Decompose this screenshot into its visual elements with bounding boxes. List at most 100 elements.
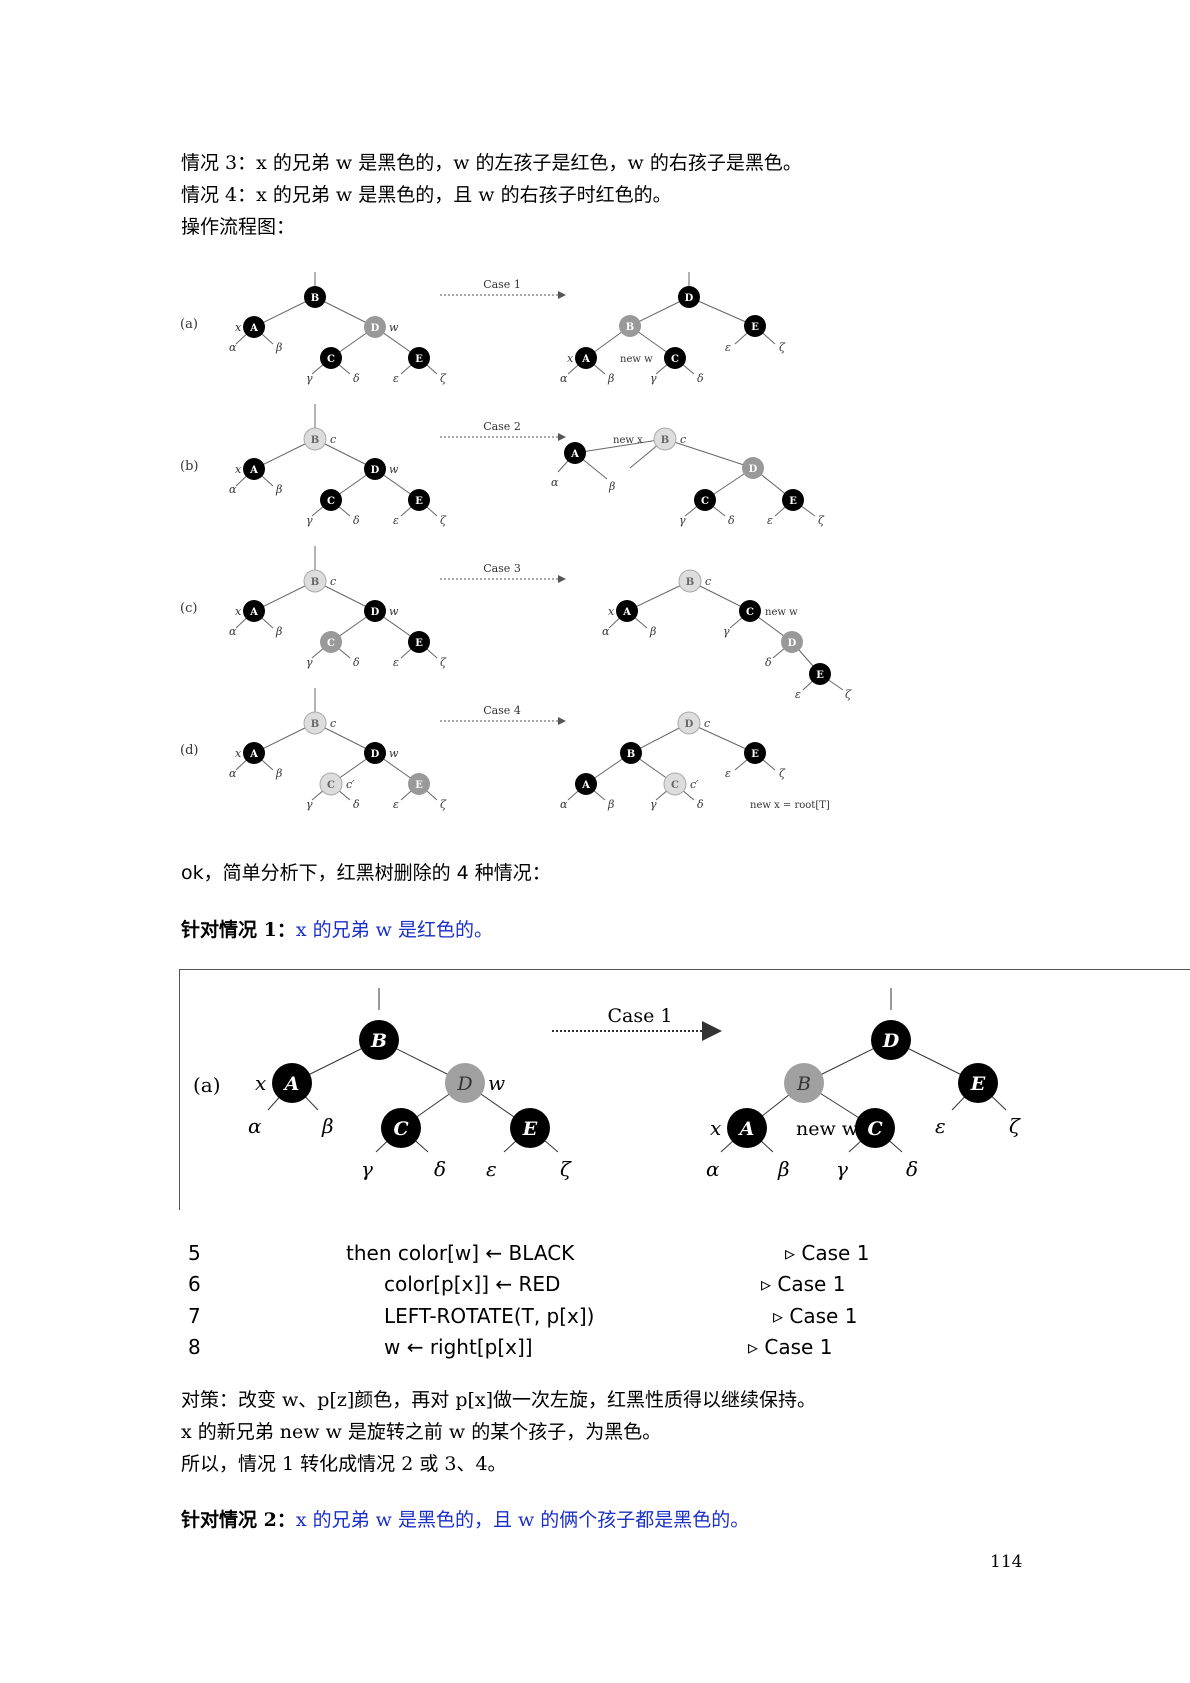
svg-text:C: C (746, 607, 754, 618)
svg-text:ε: ε (393, 798, 399, 811)
row-label-a: (a) (180, 317, 198, 332)
row-b: (b) B A D C E c x w α β γ δ ε ζ Case 2 (180, 404, 825, 527)
svg-text:(d): (d) (180, 743, 198, 758)
svg-text:α: α (560, 372, 568, 385)
svg-text:w: w (488, 1071, 505, 1095)
svg-text:B: B (627, 749, 635, 760)
svg-text:E: E (970, 1073, 986, 1095)
svg-text:δ: δ (906, 1157, 918, 1181)
code-line-5: 5 then color[w] ← BLACK ▹ Case 1 (188, 1241, 870, 1265)
svg-text:ε: ε (725, 767, 731, 780)
row-d: (d) B A D C E c c′ x w α β γ δ ε ζ Case … (180, 688, 830, 811)
svg-text:δ: δ (765, 656, 772, 669)
svg-text:D: D (456, 1073, 472, 1095)
svg-text:x: x (235, 605, 242, 618)
svg-text:x: x (235, 321, 242, 334)
svg-text:w: w (389, 321, 399, 334)
svg-text:A: A (249, 323, 258, 334)
case1-heading: 针对情况 1：x 的兄弟 w 是红色的。 (181, 915, 493, 942)
case1-heading-label: 针对情况 1： (181, 919, 296, 941)
svg-text:γ: γ (306, 798, 313, 811)
row-a: (a) B A D C E x w α β γ δ ε ζ Case 1 (180, 272, 786, 385)
svg-text:new w: new w (620, 354, 653, 365)
svg-text:δ: δ (434, 1157, 446, 1181)
svg-text:D: D (371, 465, 380, 476)
svg-text:c′: c′ (690, 778, 699, 791)
svg-text:B: B (686, 577, 694, 588)
svg-text:γ: γ (306, 656, 313, 669)
case1-strategy: 对策：改变 w、p[z]颜色，再对 p[x]做一次左旋，红黑性质得以继续保持。 (181, 1389, 817, 1411)
svg-text:β: β (321, 1114, 334, 1138)
svg-text:α: α (560, 798, 568, 811)
svg-text:E: E (522, 1118, 538, 1140)
svg-text:α: α (229, 767, 237, 780)
case1-conclusion: 所以，情况 1 转化成情况 2 或 3、4。 (181, 1453, 507, 1475)
svg-text:B: B (311, 577, 319, 588)
svg-text:D: D (371, 749, 380, 760)
svg-text:A: A (249, 465, 258, 476)
svg-text:ε: ε (725, 341, 731, 354)
svg-text:β: β (777, 1157, 790, 1181)
svg-text:β: β (275, 341, 282, 354)
svg-text:A: A (581, 780, 590, 791)
svg-text:D: D (685, 719, 694, 730)
svg-text:Case 2: Case 2 (483, 420, 521, 433)
case1-new-w: x 的新兄弟 new w 是旋转之前 w 的某个孩子，为黑色。 (181, 1421, 662, 1443)
svg-text:A: A (622, 607, 631, 618)
svg-text:Case 1: Case 1 (608, 1005, 673, 1027)
svg-text:c: c (330, 433, 336, 446)
svg-text:w: w (389, 605, 399, 618)
svg-text:D: D (882, 1030, 900, 1052)
page-number: 114 (990, 1552, 1023, 1572)
svg-text:C: C (393, 1118, 408, 1140)
svg-text:δ: δ (353, 656, 360, 669)
svg-text:C: C (701, 496, 709, 507)
svg-text:ζ: ζ (440, 656, 447, 669)
svg-text:β: β (649, 625, 656, 638)
svg-text:δ: δ (697, 372, 704, 385)
svg-text:β: β (607, 798, 614, 811)
svg-text:α: α (229, 341, 237, 354)
svg-text:x: x (235, 747, 242, 760)
svg-text:B: B (311, 435, 319, 446)
svg-text:(a): (a) (193, 1073, 221, 1097)
svg-text:B: B (626, 322, 634, 333)
case1-figure: (a) B A D C E x w α β γ δ ε ζ Case 1 D B… (193, 988, 1021, 1181)
svg-text:c′: c′ (346, 778, 355, 791)
svg-text:x: x (608, 605, 615, 618)
svg-text:γ: γ (650, 372, 657, 385)
svg-text:γ: γ (679, 514, 686, 527)
svg-text:α: α (229, 625, 237, 638)
svg-text:new w: new w (796, 1118, 859, 1140)
svg-text:α: α (551, 476, 559, 489)
case3-description: 情况 3：x 的兄弟 w 是黑色的，w 的左孩子是红色，w 的右孩子是黑色。 (181, 152, 802, 174)
svg-text:ζ: ζ (560, 1157, 572, 1181)
svg-text:ζ: ζ (440, 798, 447, 811)
svg-text:β: β (607, 372, 614, 385)
svg-text:ζ: ζ (1009, 1114, 1021, 1138)
svg-text:α: α (602, 625, 610, 638)
case2-heading-text: x 的兄弟 w 是黑色的，且 w 的俩个孩子都是黑色的。 (295, 1509, 750, 1531)
svg-text:A: A (738, 1118, 755, 1140)
svg-text:C: C (867, 1118, 882, 1140)
svg-text:β: β (275, 767, 282, 780)
svg-text:ε: ε (393, 372, 399, 385)
svg-text:ε: ε (393, 656, 399, 669)
svg-text:B: B (796, 1073, 811, 1095)
cases-overview-figure: (a) B A D C E x w α β γ δ ε ζ Case 1 (180, 272, 852, 811)
svg-text:ζ: ζ (818, 514, 825, 527)
svg-text:E: E (415, 638, 423, 649)
svg-text:new x: new x (613, 435, 643, 446)
svg-text:C: C (327, 638, 335, 649)
svg-text:δ: δ (697, 798, 704, 811)
svg-text:A: A (249, 749, 258, 760)
svg-text:α: α (229, 483, 237, 496)
svg-text:D: D (788, 638, 797, 649)
svg-text:new x = root[T]: new x = root[T] (750, 800, 830, 811)
svg-text:δ: δ (353, 798, 360, 811)
svg-text:Case 4: Case 4 (483, 704, 521, 717)
row-c: (c) B A D C E c x w α β γ δ ε ζ Case 3 (180, 546, 852, 701)
case2-heading-label: 针对情况 2： (181, 1509, 296, 1531)
svg-text:x: x (235, 463, 242, 476)
svg-text:ζ: ζ (440, 514, 447, 527)
